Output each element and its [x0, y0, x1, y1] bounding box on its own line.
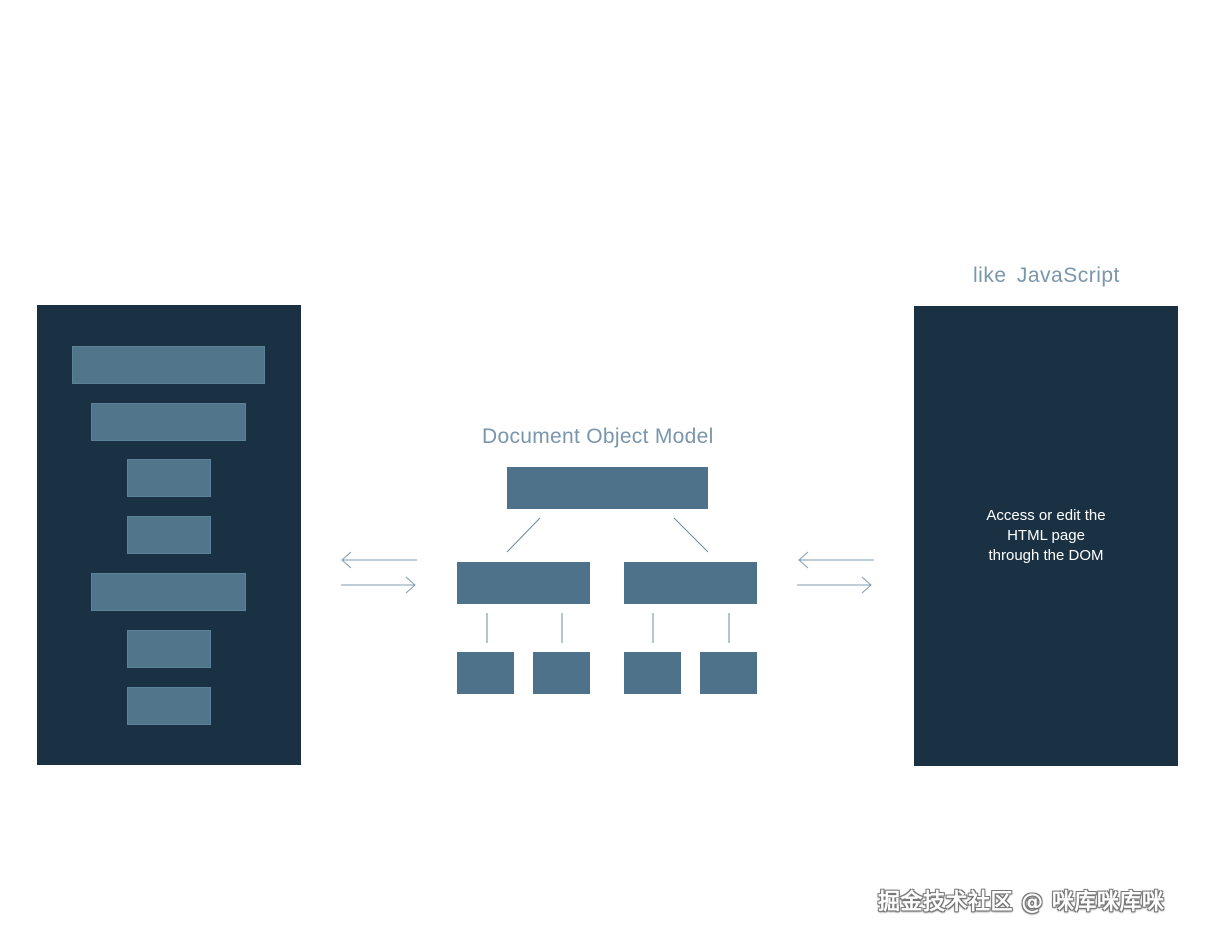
javascript-panel — [914, 306, 1178, 766]
html-element-bar — [127, 516, 211, 554]
dom-child-node-right — [624, 562, 757, 604]
dom-leaf-node — [700, 652, 757, 694]
arrow-right-icon — [797, 576, 872, 594]
html-element-bar — [91, 573, 246, 611]
arrow-left-icon — [798, 551, 874, 569]
watermark: 掘金技术社区 @ 咪库咪库咪 — [878, 890, 1165, 915]
dom-root-node — [507, 467, 708, 509]
dom-leaf-node — [533, 652, 590, 694]
html-element-bar — [91, 403, 246, 441]
dom-leaf-node — [624, 652, 681, 694]
tree-edge-line — [506, 517, 541, 553]
dom-child-node-left — [457, 562, 590, 604]
html-element-bar — [127, 687, 211, 725]
html-element-bar — [127, 630, 211, 668]
description-line: through the DOM — [988, 547, 1104, 564]
arrow-left-icon — [341, 551, 417, 569]
description-line: HTML page — [1007, 527, 1085, 544]
description-line: Access or edit the — [986, 507, 1106, 524]
dom-leaf-node — [457, 652, 514, 694]
html-element-bar — [72, 346, 265, 384]
tree-edge-line — [673, 517, 709, 553]
html-element-bar — [127, 459, 211, 497]
dom-title: Document Object Model — [482, 425, 714, 448]
javascript-title: like JavaScript — [973, 264, 1120, 287]
arrow-right-icon — [341, 576, 416, 594]
javascript-description: Access or edit the HTML page through the… — [914, 506, 1178, 566]
